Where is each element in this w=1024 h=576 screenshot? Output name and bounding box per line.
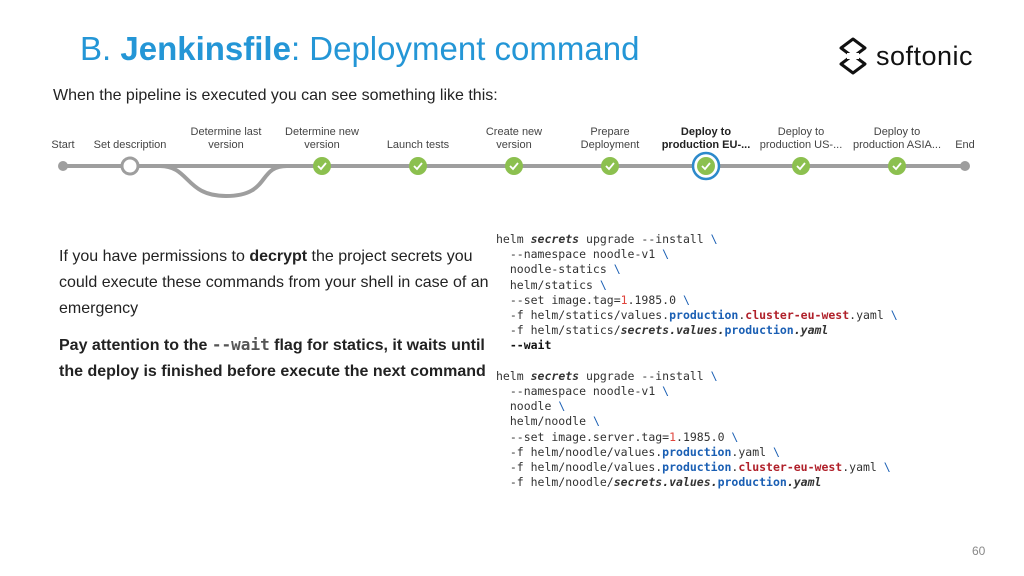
wait-note-paragraph: Pay attention to the --wait flag for sta… [59,335,486,380]
permissions-paragraph: If you have permissions to decrypt the p… [59,248,489,317]
pipeline-track [58,151,970,199]
stage-running-node[interactable] [697,157,715,175]
stage-success-node[interactable] [792,157,810,175]
wait-flag-code: --wait [211,335,270,354]
stage-label: Set description [93,139,167,151]
stage-success-node[interactable] [505,157,523,175]
title-prefix: B. [80,30,121,67]
check-icon [796,162,806,171]
check-icon [317,162,327,171]
slide-subtitle: When the pipeline is executed you can se… [53,87,498,104]
stage-label: Launch tests [386,139,450,151]
softonic-logo-icon [839,37,867,75]
stage-success-node[interactable] [888,157,906,175]
stage-label: End [955,139,975,151]
left-text-block: If you have permissions to decrypt the p… [59,244,499,385]
softonic-logo: softonic [836,36,973,76]
check-icon [605,162,615,171]
stage-success-node[interactable] [313,157,331,175]
helm-code-block: helm secrets upgrade --install \ --names… [496,232,898,490]
decrypt-word: decrypt [249,248,308,265]
title-jenkinsfile: Jenkinsfile [120,30,291,67]
slide-title: B. Jenkinsfile: Deployment command [80,30,639,68]
stage-success-node[interactable] [601,157,619,175]
title-rest: : Deployment command [290,30,640,67]
page-number: 60 [972,544,986,558]
stage-success-node[interactable] [409,157,427,175]
stage-label: Start [51,139,75,151]
stage-pending-node[interactable] [120,156,140,176]
check-icon [413,162,423,171]
check-icon [892,162,902,171]
check-icon [701,162,711,171]
check-icon [509,162,519,171]
stage-endpoint [960,161,970,171]
logo-wordmark: softonic [876,40,974,71]
pipeline-bypass-curve [159,164,288,199]
stage-endpoint [58,161,68,171]
